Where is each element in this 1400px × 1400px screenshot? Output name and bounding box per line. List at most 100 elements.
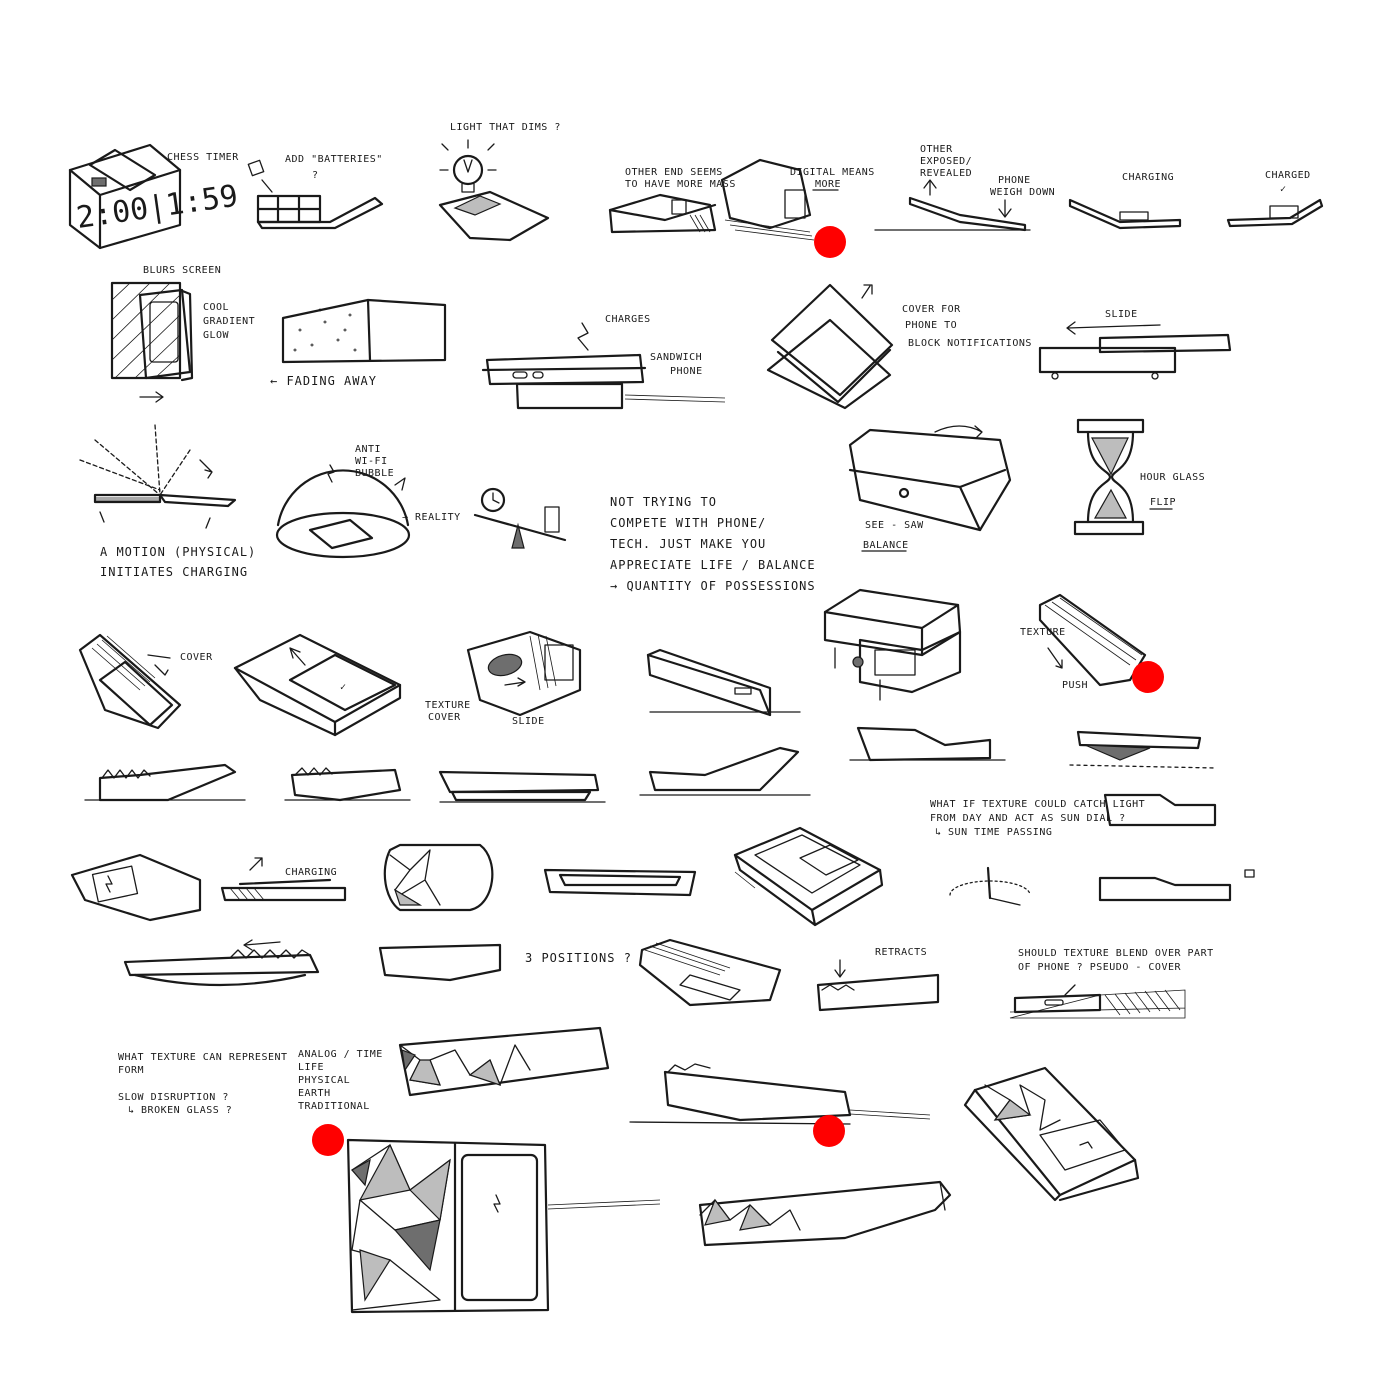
sketch-texture-push: TEXTURE PUSH xyxy=(1020,593,1147,691)
highlight-marker xyxy=(312,1124,344,1156)
sketch-cover-for-phone: COVER FOR PHONE TO BLOCK NOTIFICATIONS xyxy=(766,283,1032,410)
svg-text:DIGITAL MEANS: DIGITAL MEANS xyxy=(790,167,875,178)
svg-text:A MOTION (PHYSICAL): A MOTION (PHYSICAL) xyxy=(100,545,256,559)
sketch-slide-tray: ✓ xyxy=(233,633,402,737)
sketch-sandwich-phone: CHARGES SANDWICH PHONE xyxy=(481,314,726,410)
label-light-dims: LIGHT THAT DIMS ? xyxy=(450,122,561,133)
svg-text:RETRACTS: RETRACTS xyxy=(875,947,927,958)
svg-text:→ QUANTITY OF POSSESSIONS: → QUANTITY OF POSSESSIONS xyxy=(610,579,816,593)
svg-text:OTHER END SEEMS: OTHER END SEEMS xyxy=(625,167,723,178)
sketch-charging: CHARGING xyxy=(1068,172,1182,230)
svg-text:FORM: FORM xyxy=(118,1065,144,1076)
svg-text:PHONE: PHONE xyxy=(998,175,1031,186)
sketch-wedge-cable xyxy=(629,1063,931,1125)
sketch-hourglass: HOUR GLASS FLIP xyxy=(1073,418,1205,536)
svg-text:SANDWICH: SANDWICH xyxy=(650,352,702,363)
svg-text:↳ SUN TIME PASSING: ↳ SUN TIME PASSING xyxy=(935,827,1052,838)
svg-text:PHYSICAL: PHYSICAL xyxy=(298,1075,350,1086)
sketch-add-batteries: ADD "BATTERIES" ? xyxy=(247,154,384,230)
svg-text:SLOW DISRUPTION ?: SLOW DISRUPTION ? xyxy=(118,1092,229,1103)
sketch-charged: CHARGED ✓ xyxy=(1226,170,1324,228)
highlight-markers xyxy=(312,226,1164,1156)
svg-text:OTHER: OTHER xyxy=(920,144,953,155)
svg-text:HOUR GLASS: HOUR GLASS xyxy=(1140,472,1205,483)
svg-text:SLIDE: SLIDE xyxy=(1105,309,1138,320)
svg-text:COVER FOR: COVER FOR xyxy=(902,304,961,315)
svg-text:ANTI: ANTI xyxy=(355,444,381,455)
row-position-sketches: 3 POSITIONS ? RETRACTS SHOULD TEXTURE BL… xyxy=(123,938,1214,1019)
sketch-motion-charging: A MOTION (PHYSICAL) INITIATES CHARGING xyxy=(79,424,256,579)
svg-text:CHARGED: CHARGED xyxy=(1265,170,1311,181)
sketch-tilted-slab xyxy=(646,648,801,717)
svg-text:TECH. JUST MAKE YOU: TECH. JUST MAKE YOU xyxy=(610,537,766,551)
svg-text:BUBBLE: BUBBLE xyxy=(355,468,394,479)
sketch-seesaw xyxy=(473,487,567,549)
row-profile-sketches xyxy=(84,726,1216,803)
svg-text:REVEALED: REVEALED xyxy=(920,168,972,179)
sketch-fading-away: ← FADING AWAY xyxy=(270,298,447,388)
svg-text:SHOULD TEXTURE BLEND OVER PART: SHOULD TEXTURE BLEND OVER PART xyxy=(1018,948,1214,959)
svg-text:3 POSITIONS ?: 3 POSITIONS ? xyxy=(525,951,632,965)
svg-text:GLOW: GLOW xyxy=(203,330,230,341)
svg-text:APPRECIATE LIFE / BALANCE: APPRECIATE LIFE / BALANCE xyxy=(610,558,816,572)
svg-text:CHARGING: CHARGING xyxy=(1122,172,1174,183)
label-chess-timer: CHESS TIMER xyxy=(167,152,239,163)
svg-text:↳ BROKEN GLASS ?: ↳ BROKEN GLASS ? xyxy=(128,1105,232,1116)
sketch-philosophy-note: NOT TRYING TO COMPETE WITH PHONE/ TECH. … xyxy=(610,495,816,593)
sketch-slide: SLIDE xyxy=(1038,309,1232,380)
sketch-mass-balance: OTHER END SEEMS TO HAVE MORE MASS DIGITA… xyxy=(608,158,875,241)
sketch-chess-timer: 2:00|1:59 CHESS TIMER xyxy=(68,143,240,250)
svg-text:?: ? xyxy=(312,170,319,181)
svg-text:EXPOSED/: EXPOSED/ xyxy=(920,156,972,167)
svg-text:BALANCE: BALANCE xyxy=(863,540,909,551)
sketch-stacked-box xyxy=(823,588,962,701)
svg-text:PHONE TO: PHONE TO xyxy=(905,320,957,331)
highlight-marker xyxy=(813,1115,845,1147)
highlight-marker xyxy=(1132,661,1164,693)
svg-text:BLOCK NOTIFICATIONS: BLOCK NOTIFICATIONS xyxy=(908,338,1032,349)
sketch-light-dims: LIGHT THAT DIMS ? xyxy=(438,122,561,242)
svg-text:TRADITIONAL: TRADITIONAL xyxy=(298,1101,370,1112)
sketch-texture-notes: WHAT TEXTURE CAN REPRESENT FORM SLOW DIS… xyxy=(118,1049,383,1116)
svg-text:WEIGH DOWN: WEIGH DOWN xyxy=(990,187,1055,198)
sketch-cover-tray: COVER xyxy=(78,633,213,730)
svg-text:COVER: COVER xyxy=(180,652,213,663)
svg-text:INITIATES CHARGING: INITIATES CHARGING xyxy=(100,565,248,579)
svg-text:EARTH: EARTH xyxy=(298,1088,331,1099)
sketch-box-seesaw: SEE - SAW BALANCE xyxy=(848,425,1012,552)
sketch-phone-weighs-down: OTHER EXPOSED/ REVEALED PHONE WEIGH DOWN xyxy=(874,144,1055,232)
sketch-faceted-bar xyxy=(398,1026,610,1097)
svg-text:CHARGES: CHARGES xyxy=(605,314,651,325)
svg-text:FROM DAY AND ACT AS SUN DIAL ?: FROM DAY AND ACT AS SUN DIAL ? xyxy=(930,813,1126,824)
svg-text:GRADIENT: GRADIENT xyxy=(203,316,255,327)
svg-text:→ REALITY: → REALITY xyxy=(402,512,461,523)
svg-text:OF PHONE ? PSEUDO - COVER: OF PHONE ? PSEUDO - COVER xyxy=(1018,962,1181,973)
svg-text:SLIDE: SLIDE xyxy=(512,716,545,727)
sketch-faceted-wedge xyxy=(698,1180,952,1247)
svg-text:LIFE: LIFE xyxy=(298,1062,324,1073)
svg-text:SEE - SAW: SEE - SAW xyxy=(865,520,924,531)
svg-text:COOL: COOL xyxy=(203,302,229,313)
sketch-large-faceted-charger xyxy=(346,1138,661,1314)
svg-text:ANALOG / TIME: ANALOG / TIME xyxy=(298,1049,383,1060)
sketch-texture-cover: TEXTURE COVER SLIDE xyxy=(425,630,582,727)
sketch-wifi-bubble: ANTI WI-FI BUBBLE → REALITY xyxy=(275,444,461,559)
sketch-blurs-screen: BLURS SCREEN COOL GRADIENT GLOW xyxy=(110,265,255,403)
sketch-faceted-long-box xyxy=(963,1066,1140,1202)
svg-text:WI-FI: WI-FI xyxy=(355,456,388,467)
svg-text:WHAT IF TEXTURE COULD CATCH LI: WHAT IF TEXTURE COULD CATCH LIGHT xyxy=(930,799,1145,810)
svg-text:TO HAVE MORE MASS: TO HAVE MORE MASS xyxy=(625,179,736,190)
svg-text:NOT TRYING TO: NOT TRYING TO xyxy=(610,495,717,509)
svg-text:✓: ✓ xyxy=(1280,184,1287,195)
svg-text:COVER: COVER xyxy=(428,712,461,723)
svg-text:WHAT TEXTURE CAN REPRESENT: WHAT TEXTURE CAN REPRESENT xyxy=(118,1052,288,1063)
svg-text:BLURS SCREEN: BLURS SCREEN xyxy=(143,265,221,276)
svg-text:TEXTURE: TEXTURE xyxy=(425,700,471,711)
svg-text:TEXTURE: TEXTURE xyxy=(1020,627,1066,638)
svg-text:CHARGING: CHARGING xyxy=(285,867,337,878)
highlight-marker xyxy=(814,226,846,258)
row-charging-forms: CHARGING xyxy=(70,826,1255,927)
svg-text:MORE: MORE xyxy=(815,179,841,190)
svg-text:PUSH: PUSH xyxy=(1062,680,1088,691)
